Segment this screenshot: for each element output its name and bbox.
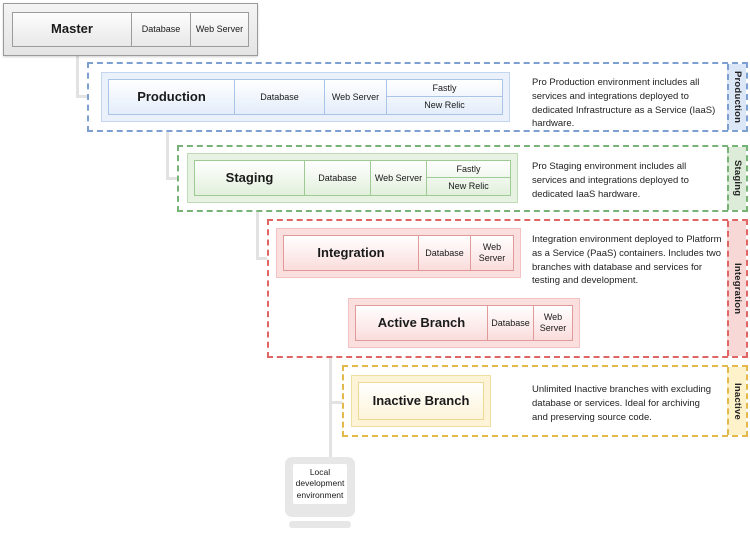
master-service-database: Database (132, 13, 191, 46)
inactive-branch-title: Inactive Branch (372, 393, 470, 409)
integration-title: Integration (284, 236, 419, 270)
production-integration-fastly: Fastly (387, 80, 502, 97)
master-service-web-server: Web Server (195, 24, 244, 35)
production-integration-new-relic: New Relic (424, 100, 465, 111)
production-service-database: Database (235, 80, 325, 114)
master-row: Master Database Web Server (12, 12, 249, 47)
active-branch-node[interactable]: Active Branch Database Web Server (348, 298, 580, 348)
master-node[interactable]: Master Database Web Server (3, 3, 258, 56)
staging-row: Staging Database Web Server Fastly New R… (194, 160, 511, 196)
local-development-monitor[interactable]: Local development environment (285, 457, 355, 517)
production-row: Production Database Web Server Fastly Ne… (108, 79, 503, 115)
environment-tab-staging-label: Staging (732, 160, 743, 197)
connector-staging-trunk (256, 200, 259, 260)
integration-description: Integration environment deployed to Plat… (532, 234, 722, 287)
integration-row: Integration Database Web Server (283, 235, 514, 271)
monitor-base-icon (289, 521, 351, 528)
inactive-branch-node[interactable]: Inactive Branch (351, 375, 491, 427)
environment-tab-production-label: Production (732, 70, 743, 124)
staging-description: Pro Staging environment includes all ser… (532, 161, 689, 200)
integration-service-database: Database (419, 236, 471, 270)
integration-node[interactable]: Integration Database Web Server (276, 228, 521, 278)
staging-integrations: Fastly New Relic (427, 161, 510, 195)
production-title: Production (109, 80, 235, 114)
staging-integration-new-relic: New Relic (448, 181, 489, 192)
staging-service-web-server: Web Server (371, 161, 427, 195)
inactive-branch-row: Inactive Branch (358, 382, 484, 420)
environment-tab-production: Production (727, 64, 746, 130)
local-development-label: Local development environment (293, 464, 347, 504)
production-integrations: Fastly New Relic (387, 80, 502, 114)
staging-integration-fastly: Fastly (427, 161, 510, 178)
staging-node[interactable]: Staging Database Web Server Fastly New R… (187, 153, 518, 203)
connector-integration-trunk (329, 290, 332, 462)
environment-tab-integration: Integration (727, 221, 746, 356)
integration-service-web-server: Web Server (478, 242, 506, 263)
staging-service-database: Database (305, 161, 371, 195)
production-description: Pro Production environment includes all … (532, 77, 716, 130)
environment-tab-staging: Staging (727, 147, 746, 210)
connector-master-trunk (76, 56, 79, 98)
inactive-description: Unlimited Inactive branches with excludi… (532, 384, 712, 423)
environment-tab-integration-label: Integration (732, 262, 743, 315)
environment-tab-inactive-label: Inactive (732, 382, 743, 420)
active-branch-title: Active Branch (356, 306, 488, 340)
staging-title: Staging (195, 161, 305, 195)
active-branch-row: Active Branch Database Web Server (355, 305, 573, 341)
active-branch-service-web-server: Web Server (539, 312, 567, 333)
production-node[interactable]: Production Database Web Server Fastly Ne… (101, 72, 510, 122)
production-service-web-server: Web Server (325, 80, 387, 114)
connector-production-trunk (166, 120, 169, 180)
environment-tab-inactive: Inactive (727, 367, 746, 435)
active-branch-service-database: Database (488, 306, 534, 340)
master-title: Master (13, 13, 132, 46)
